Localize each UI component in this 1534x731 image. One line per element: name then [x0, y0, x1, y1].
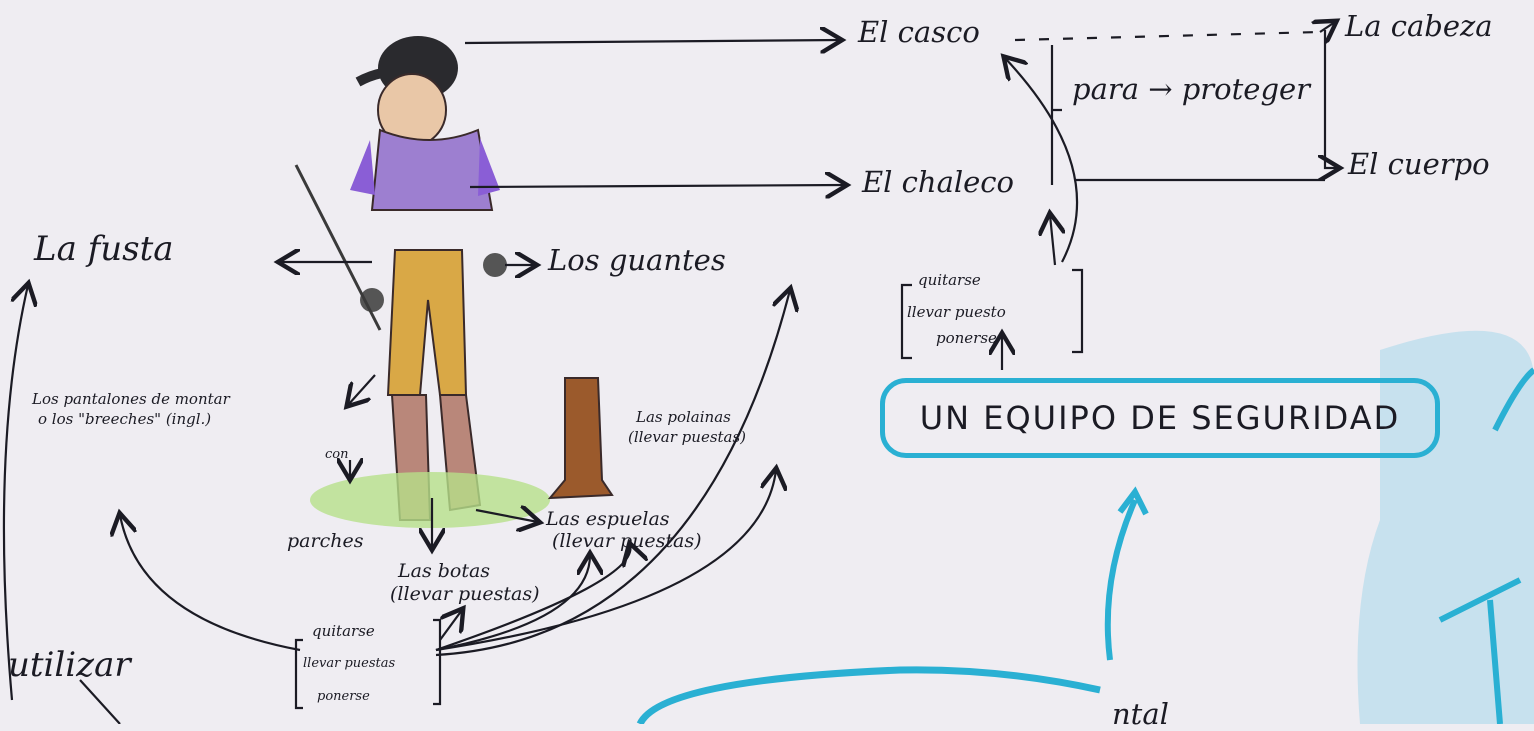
- cabeza-label: La cabeza: [1345, 12, 1493, 41]
- quitarse-bottom-label: quitarse: [312, 624, 375, 639]
- fusta-label: La fusta: [34, 232, 174, 266]
- equipo-seguridad-title: UN EQUIPO DE SEGURIDAD: [920, 399, 1401, 437]
- cut-off-word: ntal: [1112, 700, 1169, 729]
- pantalones-label-line2: o los "breeches" (ingl.): [38, 412, 211, 427]
- para-proteger-label: para → proteger: [1072, 75, 1310, 104]
- botas-label-line1: Las botas: [398, 562, 490, 581]
- ponerse-bottom-label: ponerse: [317, 690, 370, 703]
- espuelas-label-line1: Las espuelas: [546, 510, 670, 529]
- cuerpo-label: El cuerpo: [1348, 150, 1490, 179]
- ponerse-top-label: ponerse: [936, 331, 997, 346]
- llevar-puesto-top-label: llevar puesto: [907, 305, 1006, 320]
- chaleco-label: El chaleco: [862, 168, 1014, 197]
- pantalones-label-line1: Los pantalones de montar: [32, 392, 230, 407]
- botas-label-line2: (llevar puestas): [390, 585, 540, 604]
- boot-illustration: [550, 378, 612, 498]
- blue-arc-bottom: [640, 670, 1100, 724]
- espuelas-label-line2: (llevar puestas): [552, 532, 702, 551]
- guantes-label: Los guantes: [548, 246, 726, 275]
- equipo-seguridad-title-box: UN EQUIPO DE SEGURIDAD: [880, 378, 1440, 458]
- connector-arrows: [4, 22, 1338, 724]
- casco-label: El casco: [858, 18, 980, 47]
- quitarse-top-label: quitarse: [918, 273, 981, 288]
- polainas-label-line2: (llevar puestas): [628, 430, 746, 445]
- llevar-puestas-bottom-label: llevar puestas: [303, 657, 395, 670]
- utilizar-label: utilizar: [8, 648, 131, 682]
- blue-arrow-up: [1108, 500, 1135, 660]
- parches-label: parches: [287, 532, 363, 551]
- con-label: con: [325, 448, 348, 461]
- polainas-label-line1: Las polainas: [636, 410, 731, 425]
